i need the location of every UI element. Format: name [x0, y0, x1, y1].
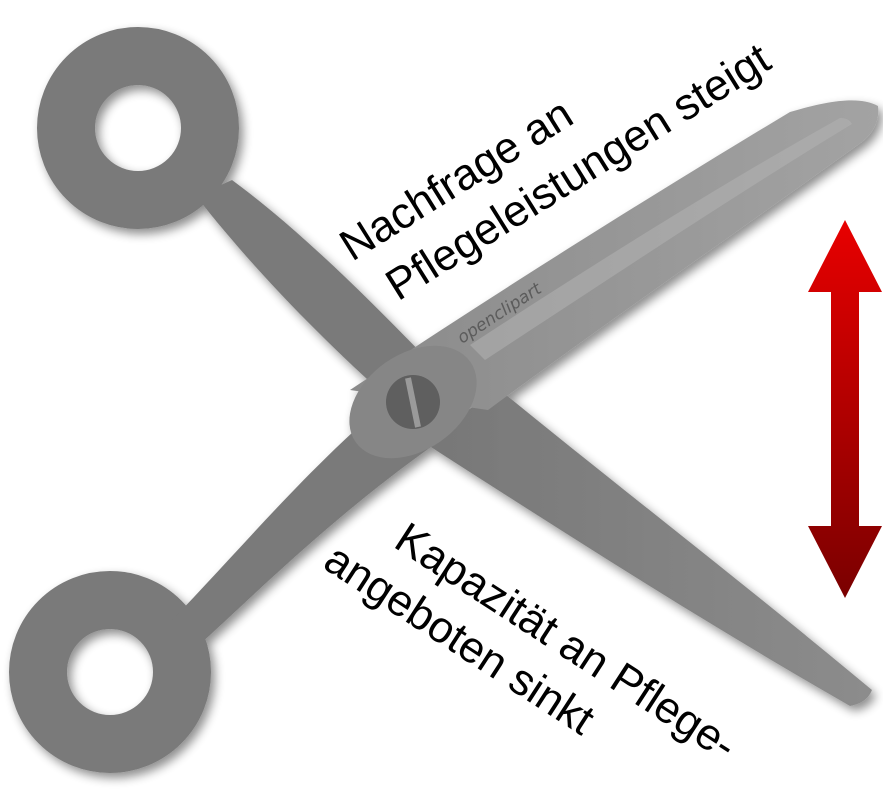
lower-handle-ring: [38, 600, 182, 744]
upper-handle-ring: [66, 56, 210, 200]
bottom-text-group: Kapazität an Pflege- angeboten sinkt: [316, 487, 746, 794]
double-arrow-vertical-icon: [808, 220, 882, 598]
